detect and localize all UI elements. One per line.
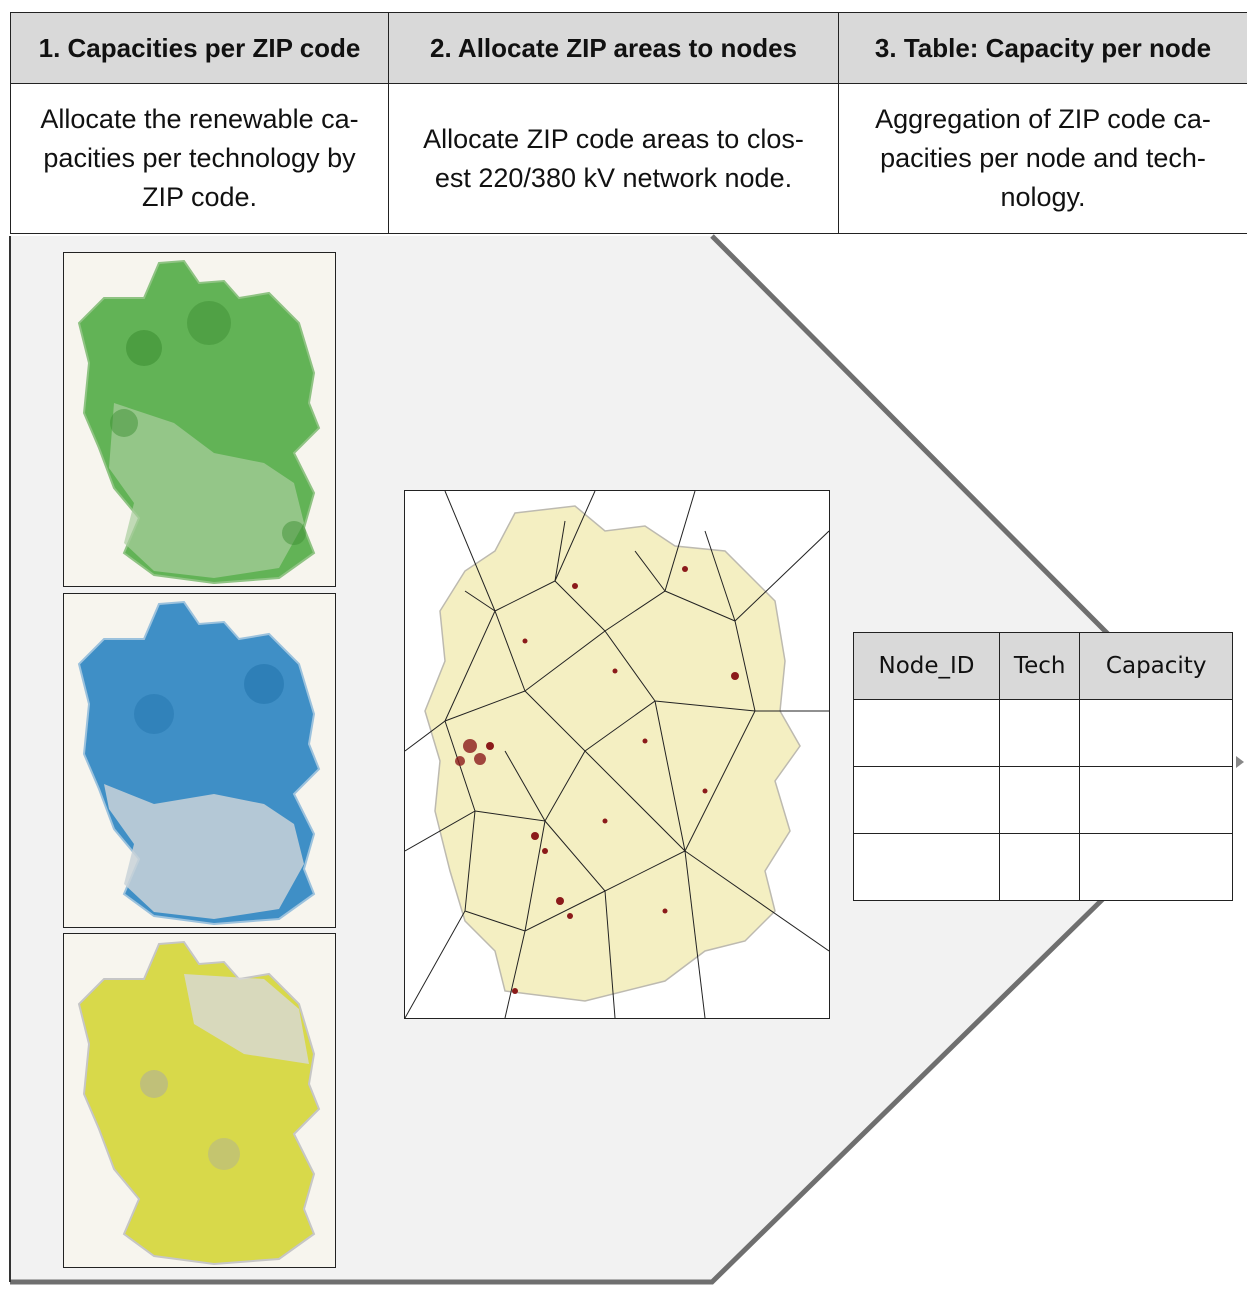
table-cell bbox=[1079, 833, 1233, 901]
step-1-description-line: pacities per technology by bbox=[43, 143, 356, 173]
table-cell bbox=[998, 833, 1081, 901]
node-allocation-map bbox=[404, 490, 830, 1019]
table-cell bbox=[853, 699, 1000, 767]
process-steps-table: 1. Capacities per ZIP code 2. Allocate Z… bbox=[10, 12, 1247, 234]
column-header-node-id: Node_ID bbox=[853, 632, 1000, 700]
table-cell bbox=[853, 833, 1000, 901]
table-row bbox=[853, 699, 1233, 767]
step-2-description-line: Allocate ZIP code areas to clos- bbox=[423, 123, 804, 154]
biomass-capacity-map bbox=[63, 933, 336, 1268]
step-3-description-line: nology. bbox=[1000, 182, 1086, 212]
step-1-description-line: ZIP code. bbox=[141, 182, 258, 212]
column-header-capacity: Capacity bbox=[1079, 632, 1233, 700]
wind-capacity-map bbox=[63, 252, 336, 587]
pv-capacity-map bbox=[63, 593, 336, 928]
step-2-title: 2. Allocate ZIP areas to nodes bbox=[388, 12, 839, 84]
table-cell bbox=[853, 766, 1000, 834]
column-header-tech: Tech bbox=[998, 632, 1081, 700]
table-cell bbox=[998, 766, 1081, 834]
yellow-capacity-map-icon bbox=[64, 934, 335, 1267]
table-cell bbox=[1079, 699, 1233, 767]
step-3-description-line: Aggregation of ZIP code ca- bbox=[875, 104, 1211, 134]
table-cell bbox=[998, 699, 1081, 767]
step-2-description-line: est 220/380 kV network node. bbox=[434, 162, 793, 193]
table-row bbox=[853, 766, 1233, 834]
voronoi-node-map-icon bbox=[405, 491, 829, 1018]
capacity-per-node-table: Node_ID Tech Capacity bbox=[853, 632, 1233, 901]
step-3-description: Aggregation of ZIP code ca- pacities per… bbox=[838, 84, 1247, 234]
step-3-title: 3. Table: Capacity per node bbox=[838, 12, 1247, 84]
step-3-description-line: pacities per node and tech- bbox=[880, 143, 1206, 173]
step-1-description-line: Allocate the renewable ca- bbox=[40, 104, 359, 134]
blue-capacity-map-icon bbox=[64, 594, 335, 927]
step-1-title: 1. Capacities per ZIP code bbox=[10, 12, 389, 84]
step-2-description: Allocate ZIP code areas to clos- est 220… bbox=[388, 84, 839, 234]
step-1-description: Allocate the renewable ca- pacities per … bbox=[10, 84, 389, 234]
table-row bbox=[853, 833, 1233, 901]
green-capacity-map-icon bbox=[64, 253, 335, 586]
table-cell bbox=[1079, 766, 1233, 834]
